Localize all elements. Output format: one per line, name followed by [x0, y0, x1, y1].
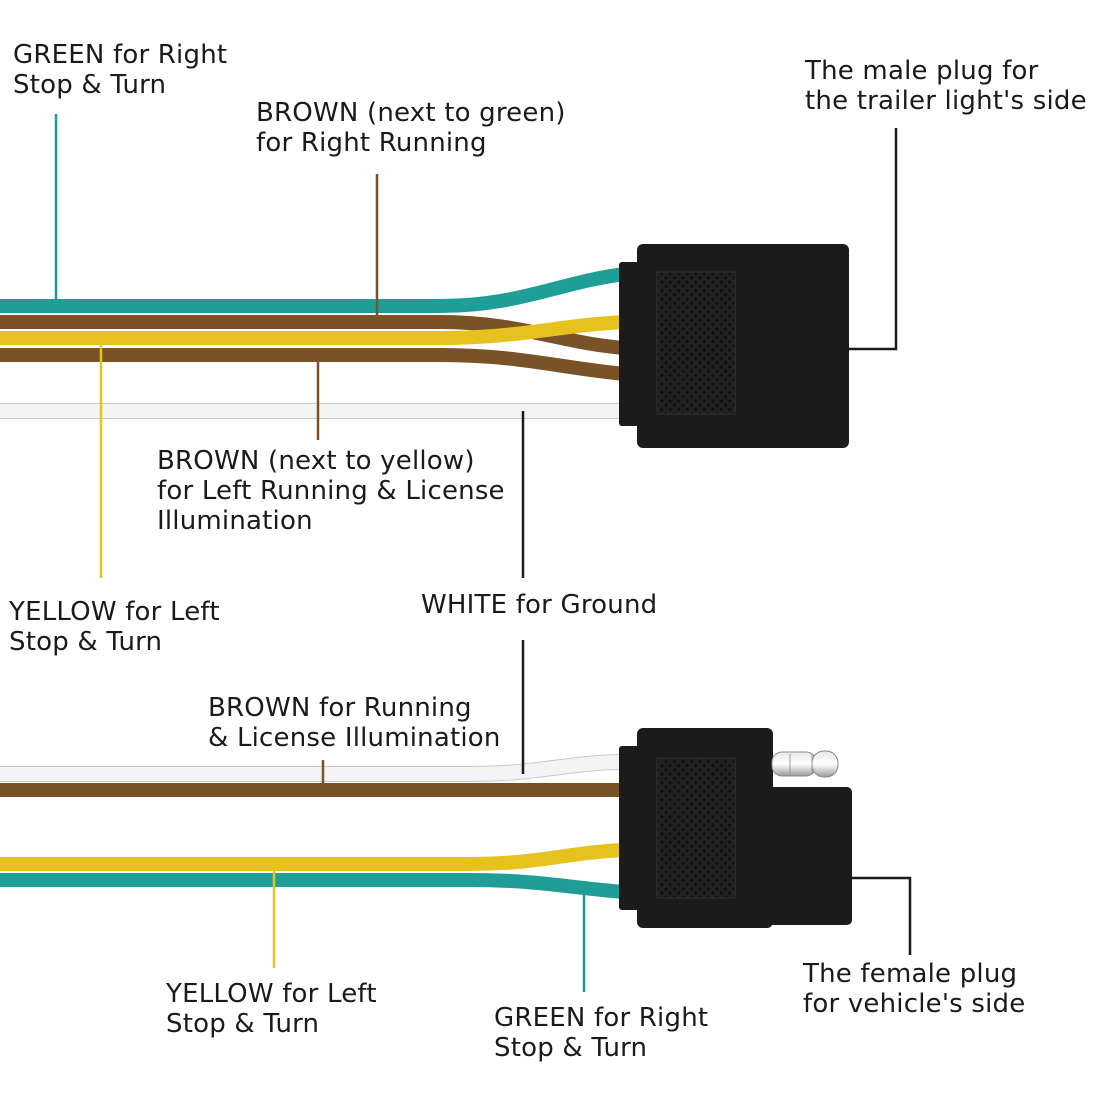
label-bottom-brown: BROWN for Running & License Illumination — [208, 693, 501, 753]
label-line: YELLOW for Left — [9, 597, 220, 627]
label-line: The male plug for — [805, 56, 1039, 86]
label-line: Stop & Turn — [13, 70, 167, 100]
plug-pin — [771, 750, 839, 778]
label-top-green: GREEN for Right Stop & Turn — [13, 40, 227, 100]
label-line: GREEN for Right — [494, 1003, 709, 1033]
label-line: WHITE for Ground — [421, 590, 658, 620]
male-plug — [619, 244, 849, 448]
bottom-green-wire — [0, 873, 626, 899]
label-line: The female plug — [803, 959, 1018, 989]
label-line: Stop & Turn — [166, 1009, 320, 1039]
label-line: Illumination — [157, 506, 313, 536]
label-line: for vehicle's side — [803, 989, 1026, 1019]
label-female-plug: The female plug for vehicle's side — [803, 959, 1025, 1019]
label-line: BROWN (next to green) — [256, 98, 566, 128]
label-line: GREEN for Right — [13, 40, 228, 70]
label-line: YELLOW for Left — [166, 979, 377, 1009]
label-line: BROWN (next to yellow) — [157, 446, 475, 476]
top-yellow-wire — [0, 315, 626, 345]
label-top-brown-left: BROWN (next to yellow) for Left Running … — [157, 446, 505, 536]
label-line: Stop & Turn — [494, 1033, 648, 1063]
leader-lines — [54, 114, 912, 992]
label-line: Stop & Turn — [9, 627, 163, 657]
bottom-wires — [0, 754, 626, 899]
label-white-ground: WHITE for Ground — [421, 590, 657, 620]
bottom-yellow-wire — [0, 843, 626, 871]
top-green-wire — [0, 267, 626, 313]
label-bottom-yellow: YELLOW for Left Stop & Turn — [166, 979, 377, 1039]
label-bottom-green: GREEN for Right Stop & Turn — [494, 1003, 708, 1063]
bottom-white-wire — [0, 755, 626, 781]
female-plug — [619, 728, 852, 928]
label-line: BROWN for Running — [208, 693, 472, 723]
label-top-yellow: YELLOW for Left Stop & Turn — [9, 597, 220, 657]
leader-female-plug — [823, 876, 912, 955]
label-top-brown-right: BROWN (next to green) for Right Running — [256, 98, 566, 158]
leader-male-plug — [828, 128, 898, 351]
label-line: for Left Running & License — [157, 476, 505, 506]
top-brown-wire-left — [0, 348, 626, 381]
top-wires — [0, 267, 626, 419]
label-male-plug: The male plug for the trailer light's si… — [805, 56, 1087, 116]
label-line: the trailer light's side — [805, 86, 1087, 116]
label-line: & License Illumination — [208, 723, 501, 753]
label-line: for Right Running — [256, 128, 487, 158]
